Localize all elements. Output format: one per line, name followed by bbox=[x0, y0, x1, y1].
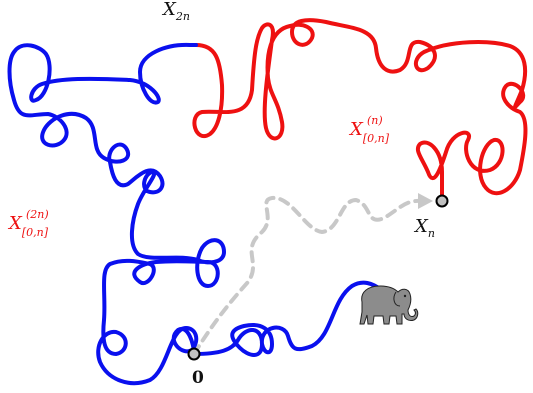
label-xn-base: X bbox=[415, 216, 428, 237]
label-xrange-n: X (n) [0,n] bbox=[350, 115, 389, 144]
dashed-arrowhead bbox=[418, 193, 433, 209]
label-xrange-n-sub: [0,n] bbox=[362, 132, 389, 145]
label-x2n-sub: 2n bbox=[175, 10, 190, 23]
elephant-eye bbox=[403, 294, 407, 298]
origin-node bbox=[187, 347, 201, 361]
label-x2n: X2n bbox=[163, 0, 190, 23]
label-xrange-2n-sup: (2n) bbox=[26, 208, 49, 221]
label-xn: Xn bbox=[415, 216, 435, 240]
label-xrange-n-base: X bbox=[350, 119, 363, 140]
label-xrange-n-sup: (n) bbox=[367, 114, 383, 127]
label-xrange-2n-base: X bbox=[9, 213, 22, 234]
label-xrange-2n: X (2n) [0,n] bbox=[9, 209, 49, 238]
elephant-icon bbox=[359, 285, 419, 325]
label-origin: 0 bbox=[192, 370, 204, 387]
dashed-walk-path bbox=[192, 196, 422, 356]
elephant-ear bbox=[393, 291, 401, 307]
label-xrange-2n-sub: [0,n] bbox=[21, 226, 48, 239]
blue-walk-path bbox=[7, 42, 404, 386]
label-origin-text: 0 bbox=[192, 368, 204, 388]
label-x2n-base: X bbox=[163, 0, 176, 20]
xn-node bbox=[435, 194, 449, 208]
label-xn-sub: n bbox=[427, 227, 435, 240]
red-walk-path bbox=[192, 18, 528, 203]
elephant-body bbox=[359, 285, 419, 325]
